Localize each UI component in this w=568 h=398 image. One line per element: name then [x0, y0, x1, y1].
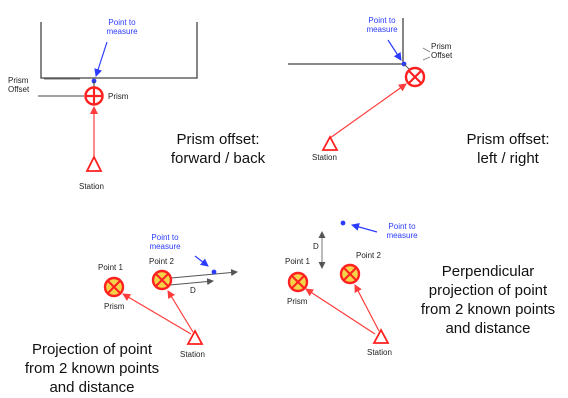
pj-point1-label: Point 1	[98, 263, 123, 272]
pp-point2-label: Point 2	[356, 251, 381, 260]
pp-station-label: Station	[367, 348, 392, 357]
fb-caption: Prism offset: forward / back	[150, 130, 286, 168]
point-to-measure-arrow	[351, 223, 378, 233]
pp-caption-line4: and distance	[445, 320, 531, 337]
pj-point2-label: Point 2	[149, 257, 174, 266]
projection-diagram	[103, 255, 238, 345]
perpendicular-diagram	[287, 220, 390, 344]
station-icon	[372, 328, 390, 344]
measure-point	[211, 269, 217, 275]
pp-prism-label: Prism	[287, 297, 308, 306]
prism-point1-icon	[103, 276, 125, 298]
fb-station-label: Station	[79, 182, 104, 191]
pj-caption-line2: from 2 known points	[24, 360, 160, 377]
station-icon	[321, 135, 339, 151]
baseline-extension	[159, 269, 238, 280]
pp-point-to-measure-label: Point to measure	[386, 222, 418, 240]
pp-point1-label: Point 1	[285, 257, 310, 266]
pj-prism-label: Prism	[104, 302, 125, 311]
station-to-point1	[122, 293, 192, 335]
pj-caption: Projection of point from 2 known points …	[4, 340, 180, 397]
station-to-point1	[305, 288, 376, 335]
prism-icon	[84, 86, 104, 106]
pp-caption-line3: from 2 known points	[420, 301, 556, 318]
prism-point2-icon	[339, 263, 361, 285]
distance-arrow	[169, 278, 214, 286]
station-icon	[186, 329, 204, 345]
left-right-diagram	[288, 18, 431, 151]
lr-station-label: Station	[312, 153, 337, 162]
station-to-point2	[167, 290, 194, 333]
station-sight-line	[329, 83, 407, 139]
prism-point2-icon	[151, 269, 173, 291]
pj-caption-line3: and distance	[49, 379, 135, 396]
pj-caption-line1: Projection of point	[31, 341, 153, 358]
pj-station-label: Station	[180, 350, 205, 359]
fb-caption-line2: forward / back	[170, 150, 266, 167]
measure-point	[340, 220, 346, 226]
pp-caption-line2: projection of point	[428, 282, 548, 299]
lr-point-to-measure-label: Point to measure	[366, 16, 398, 34]
pp-caption: Perpendicular projection of point from 2…	[410, 262, 566, 338]
fb-point-to-measure-label: Point to measure	[106, 18, 138, 36]
pp-caption-line1: Perpendicular	[441, 263, 535, 280]
station-to-point2	[354, 284, 380, 332]
point-to-measure-arrow	[94, 41, 108, 77]
station-icon	[85, 154, 103, 172]
lr-caption-line1: Prism offset:	[466, 131, 550, 148]
point-to-measure-arrow	[387, 39, 402, 61]
offset-bracket	[422, 47, 431, 61]
prism-icon	[404, 66, 426, 88]
lr-caption: Prism offset: left / right	[450, 130, 566, 168]
fb-caption-line1: Prism offset:	[176, 131, 260, 148]
point-to-measure-arrow	[194, 255, 209, 267]
pj-d-label: D	[190, 286, 196, 295]
pj-point-to-measure-label: Point to measure	[149, 233, 181, 251]
fb-prism-label: Prism	[108, 92, 129, 101]
prism-point1-icon	[287, 271, 309, 293]
pp-d-label: D	[313, 242, 319, 251]
lr-caption-line2: left / right	[477, 150, 539, 167]
lr-prism-offset-label: Prism Offset	[431, 42, 453, 60]
forward-back-diagram	[38, 22, 198, 172]
fb-prism-offset-label: Prism Offset	[8, 76, 30, 94]
wall-outline	[40, 22, 198, 79]
